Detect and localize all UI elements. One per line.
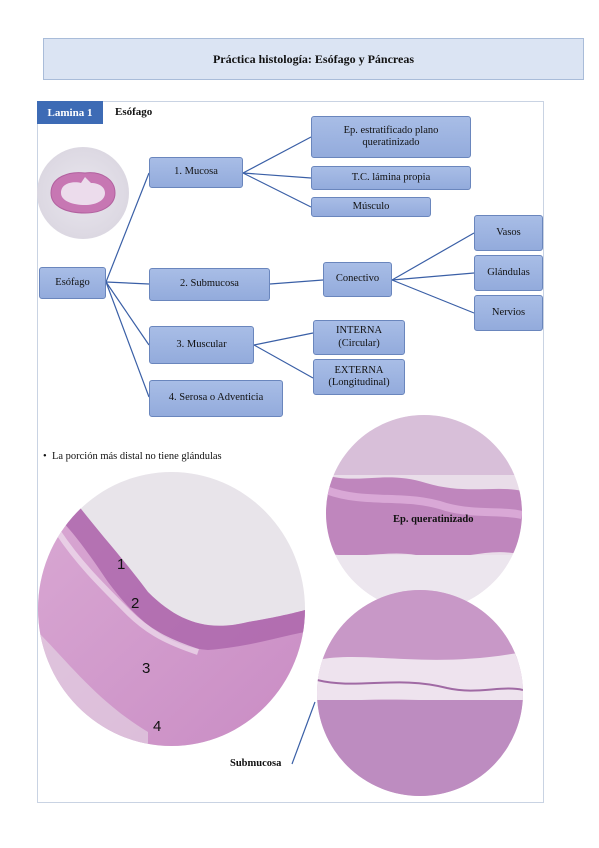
- externa-box: EXTERNA (Longitudinal): [313, 359, 405, 395]
- vasos-box: Vasos: [474, 215, 543, 251]
- page-title: Práctica histología: Esófago y Páncreas: [43, 38, 584, 80]
- mucosa-box: 1. Mucosa: [149, 157, 243, 188]
- lamina-tag: Lamina 1: [37, 101, 103, 124]
- lamina-title: Esófago: [115, 106, 153, 118]
- interna-box: INTERNA (Circular): [313, 320, 405, 355]
- lamina-panel: [37, 101, 544, 803]
- note-bullet: • La porción más distal no tiene glándul…: [43, 451, 222, 462]
- micrograph-main: [38, 472, 305, 746]
- submucosa-box: 2. Submucosa: [149, 268, 270, 301]
- esophagus-cross-section: [50, 172, 116, 214]
- micrograph-main-art: [38, 492, 305, 746]
- mucosa-lamina-propia-box: T.C. lámina propia: [311, 166, 471, 190]
- root-esofago: Esófago: [39, 267, 106, 299]
- layer-label-1: 1: [117, 556, 126, 573]
- page-title-text: Práctica histología: Esófago y Páncreas: [212, 51, 415, 66]
- esophagus-thumbnail: [37, 147, 129, 239]
- layer-label-2: 2: [131, 595, 140, 612]
- micrograph-submucosa: [317, 590, 523, 796]
- layer-label-4: 4: [153, 718, 162, 735]
- glandulas-box: Glándulas: [474, 255, 543, 291]
- conectivo-box: Conectivo: [323, 262, 392, 297]
- micrograph-epitelio: [326, 415, 522, 611]
- ep-queratinizado-label: Ep. queratinizado: [393, 514, 474, 525]
- micrograph-epitelio-art: [326, 415, 522, 611]
- serosa-box: 4. Serosa o Adventicia: [149, 380, 283, 417]
- mucosa-musculo-box: Músculo: [311, 197, 431, 217]
- mucosa-epitelio-box: Ep. estratificado plano queratinizado: [311, 116, 471, 158]
- submucosa-photo-label: Submucosa: [230, 758, 282, 769]
- micrograph-submucosa-art: [317, 590, 523, 796]
- muscular-box: 3. Muscular: [149, 326, 254, 364]
- note-text: La porción más distal no tiene glándulas: [51, 451, 222, 462]
- layer-label-3: 3: [142, 660, 151, 677]
- nervios-box: Nervios: [474, 295, 543, 331]
